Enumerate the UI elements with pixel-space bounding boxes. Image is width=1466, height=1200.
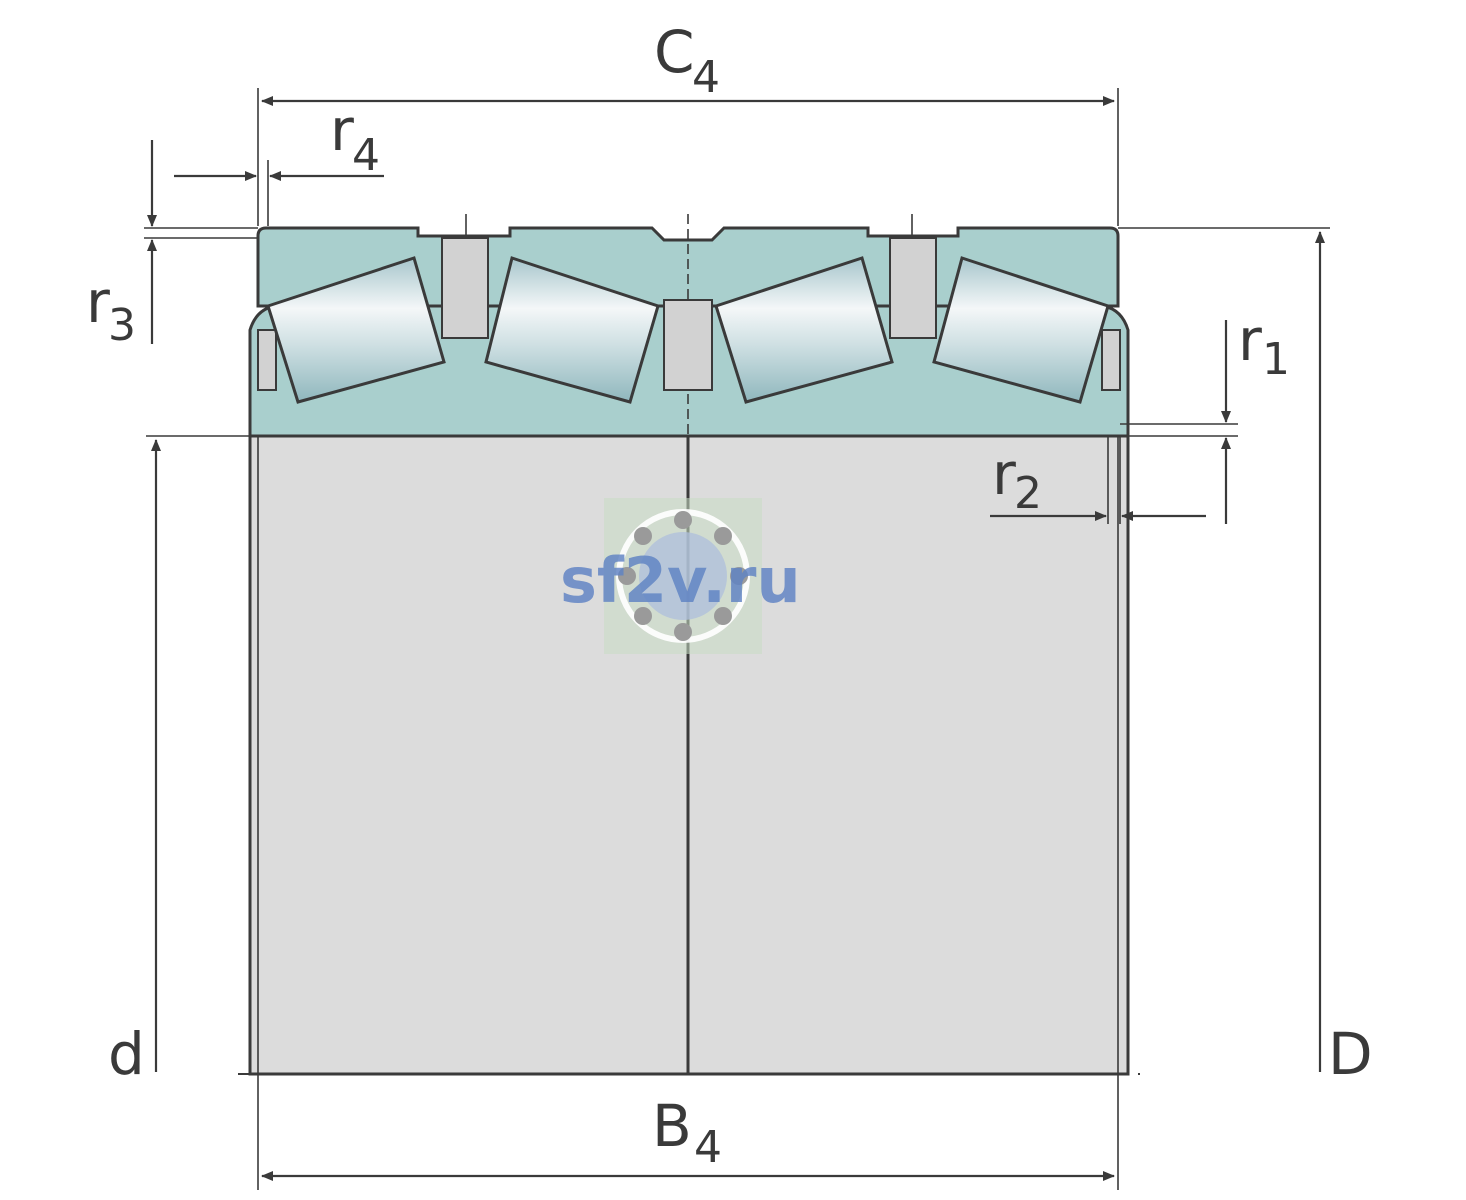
dimension-r3: r 3 — [86, 140, 157, 351]
dimension-d: d — [108, 439, 161, 1088]
roller-2 — [484, 256, 660, 404]
label-b: B — [652, 1092, 692, 1160]
dimension-D: D — [1315, 231, 1373, 1088]
dimension-r2: r 2 — [990, 440, 1206, 521]
label-r4-sub: 4 — [352, 130, 380, 181]
label-r3-sub: 3 — [108, 300, 136, 351]
dimension-r1: r 1 — [1221, 306, 1290, 524]
roller-1 — [266, 256, 446, 404]
roller-4 — [932, 256, 1110, 404]
label-r2: r — [992, 440, 1016, 508]
label-r2-sub: 2 — [1014, 468, 1042, 519]
roller-3 — [714, 256, 894, 404]
label-D: D — [1328, 1020, 1373, 1088]
label-d: d — [108, 1020, 145, 1088]
label-b-sub: 4 — [694, 1122, 722, 1173]
cage — [257, 237, 1121, 391]
label-r1-sub: 1 — [1262, 334, 1290, 385]
label-r1: r — [1238, 306, 1262, 374]
label-c-sub: 4 — [692, 52, 720, 103]
label-r3: r — [86, 268, 110, 336]
label-r4: r — [330, 96, 354, 164]
dimension-c4: C 4 — [261, 18, 1115, 106]
dimension-b4: B 4 — [261, 1092, 1115, 1181]
dimension-r4: r 4 — [174, 96, 384, 181]
label-c: C — [654, 18, 695, 86]
watermark-text: sf2v.ru — [560, 544, 801, 617]
watermark-logo: sf2v.ru — [560, 498, 801, 654]
extension-lines — [144, 88, 1330, 1190]
